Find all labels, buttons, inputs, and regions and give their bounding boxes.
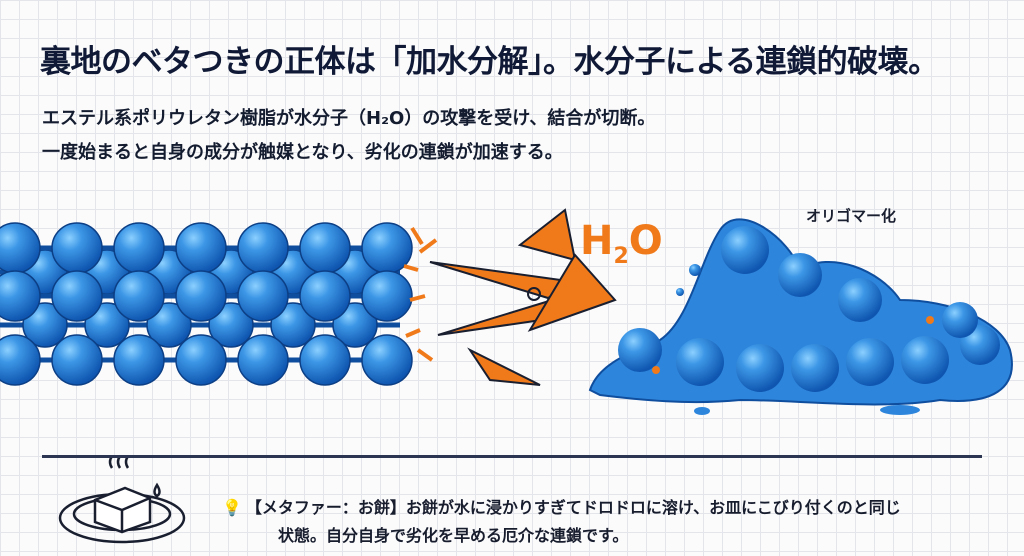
polymer-sphere	[84, 302, 130, 348]
polymer-sphere	[299, 222, 351, 274]
polymer-sphere	[332, 302, 378, 348]
polymer-sphere	[113, 334, 165, 386]
polymer-sphere	[237, 222, 289, 274]
polymer-sphere	[175, 334, 227, 386]
subtitle-line-2: 一度始まると自身の成分が触媒となり、劣化の連鎖が加速する。	[42, 142, 563, 163]
polymer-sphere	[361, 270, 413, 322]
polymer-sphere	[113, 222, 165, 274]
polymer-sphere	[51, 334, 103, 386]
polymer-sphere	[51, 222, 103, 274]
polymer-sphere	[113, 270, 165, 322]
mochi-plate-icon	[58, 455, 186, 544]
oligomer-blob	[588, 218, 1013, 415]
section-divider	[42, 455, 982, 458]
polymer-sphere	[22, 302, 68, 348]
polymer-sphere	[299, 334, 351, 386]
polymer-sphere	[175, 270, 227, 322]
polymer-sphere	[237, 334, 289, 386]
polymer-sphere	[146, 302, 192, 348]
lightbulb-icon: 💡	[222, 498, 242, 517]
page-title: 裏地のベタつきの正体は「加水分解」。水分子による連鎖的破壊。	[40, 44, 939, 80]
polymer-sphere	[0, 334, 41, 386]
metaphor-line-1: 💡【メタファー：お餅】お餅が水に浸かりすぎてドロドロに溶け、お皿にこびり付くのと…	[222, 498, 901, 517]
polymer-sphere	[175, 222, 227, 274]
polymer-sphere	[270, 302, 316, 348]
polymer-sphere	[0, 270, 41, 322]
metaphor-line-2: 状態。自分自身で劣化を早める厄介な連鎖です。	[278, 526, 629, 545]
polymer-sphere	[361, 334, 413, 386]
oligomer-label: オリゴマー化	[806, 207, 897, 225]
scissors-icon	[403, 208, 617, 386]
subtitle-line-1: エステル系ポリウレタン樹脂が水分子（H₂O）の攻撃を受け、結合が切断。	[42, 108, 656, 129]
polymer-chain-lattice	[0, 222, 413, 386]
polymer-sphere	[299, 270, 351, 322]
polymer-sphere	[237, 270, 289, 322]
water-molecule-label: H2O	[580, 218, 663, 269]
polymer-sphere	[51, 270, 103, 322]
polymer-sphere	[208, 302, 254, 348]
